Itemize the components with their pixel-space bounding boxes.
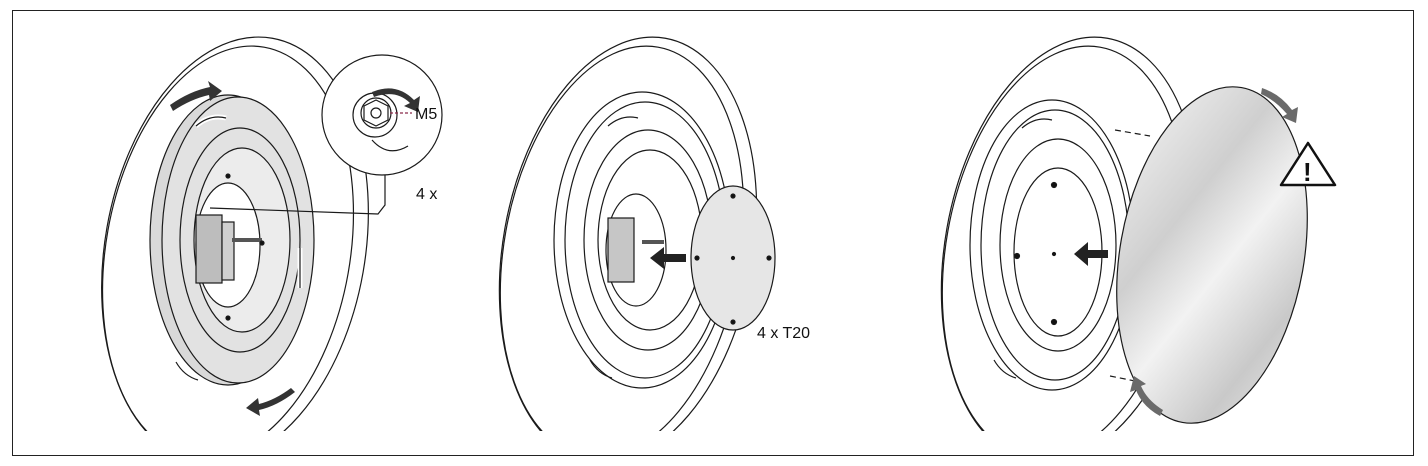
step2-slot-top — [607, 116, 639, 127]
warning-triangle-icon — [1279, 141, 1337, 187]
step2-cover-hole — [694, 255, 700, 261]
rotate-arrow-icon — [1261, 88, 1298, 123]
step1-screw-dot — [225, 315, 231, 321]
step1-screw-dot — [259, 240, 265, 246]
step2-cover-hole — [766, 255, 772, 261]
step2-opening — [605, 193, 667, 307]
warning-symbol-text: ! — [1303, 157, 1312, 187]
push-arrow-icon — [650, 247, 686, 269]
step1-slot-bottom — [175, 361, 199, 381]
step2-cover-center — [730, 255, 736, 261]
step3-panel — [940, 36, 1337, 431]
step1-motor-block-side — [221, 221, 235, 281]
step2-screw-label: 4 x T20 — [757, 325, 810, 342]
step3-slot-bottom — [993, 359, 1017, 379]
step2-cover-hole — [730, 193, 736, 199]
step2-panel — [498, 36, 776, 431]
illustration-frame — [12, 10, 1414, 456]
step3-screw-dot — [1050, 181, 1058, 189]
step1-callout-nut — [363, 99, 389, 127]
step1-callout-ring — [371, 139, 409, 152]
step1-back-disc — [101, 36, 369, 431]
step3-center-dot — [1051, 251, 1057, 257]
step3-slot-top — [1021, 118, 1053, 129]
step1-leader-line — [209, 175, 386, 215]
step1-back-disc-edge — [101, 45, 355, 431]
step1-plate-ring — [179, 127, 301, 353]
step3-mirror — [1116, 86, 1308, 424]
rotate-arrow-icon — [372, 88, 420, 112]
step1-panel — [101, 36, 443, 431]
step1-quantity-label: 4 x — [416, 186, 437, 203]
push-arrow-icon — [1074, 242, 1108, 266]
step3-ring-2 — [980, 109, 1130, 381]
step3-screw-dot — [1050, 318, 1058, 326]
step3-screw-dot — [1013, 252, 1021, 260]
step1-m5-label: M5 — [415, 106, 437, 123]
step1-callout — [321, 54, 443, 176]
step2-slot-bottom — [589, 359, 613, 379]
step1-motor-block — [195, 214, 223, 284]
step3-ring-1 — [969, 99, 1135, 391]
step2-cover-hole — [730, 319, 736, 325]
rotate-arrow-icon — [170, 81, 222, 111]
step1-screw-dot — [225, 173, 231, 179]
step3-ring-3 — [999, 138, 1117, 352]
step2-motor-block — [607, 217, 635, 283]
rotate-arrow-icon — [1130, 376, 1163, 416]
rotate-arrow-icon — [246, 388, 295, 416]
step3-guide-line — [1114, 129, 1151, 137]
